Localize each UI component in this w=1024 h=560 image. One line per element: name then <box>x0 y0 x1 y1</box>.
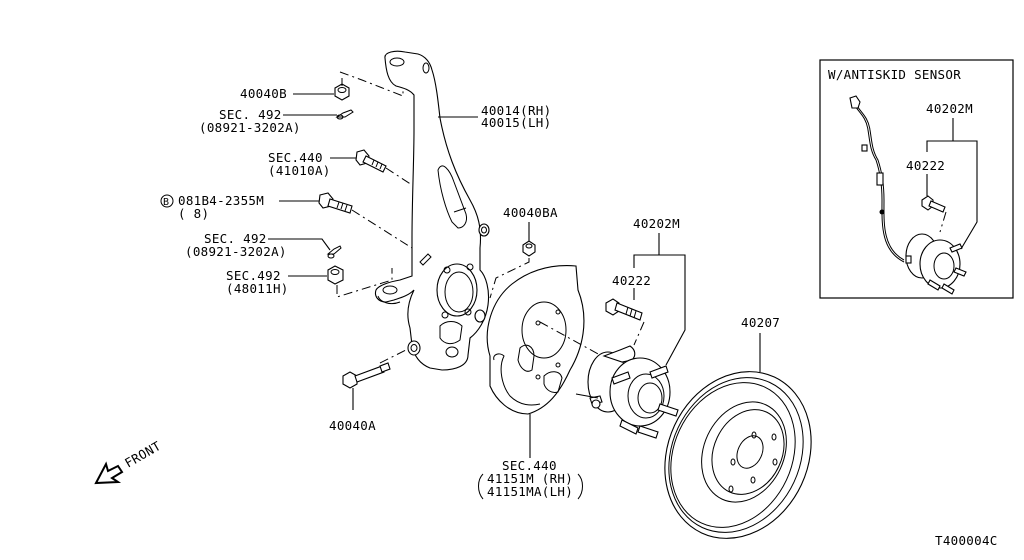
callout-sec492-nut[interactable]: SEC.492 (48011H) <box>226 265 344 296</box>
cotter-pin-icon <box>326 245 342 259</box>
paren-left <box>478 473 484 500</box>
lower-ball-joint-eye <box>382 285 398 295</box>
section-label: SEC. 492 <box>204 231 267 246</box>
inset-bolt-label: 40222 <box>906 158 945 173</box>
part-number-label: (41010A) <box>268 163 331 178</box>
part-number-label: 40040B <box>240 86 287 101</box>
assembly-line <box>336 268 393 298</box>
callout-sec440-bolt[interactable]: SEC.440 (41010A) <box>268 149 387 178</box>
shield-rh-label: 41151M (RH) <box>487 471 573 486</box>
bolt-icon <box>318 192 353 214</box>
shield-section-label: SEC.440 <box>502 458 557 473</box>
paren-right <box>577 473 583 500</box>
leader-line <box>659 254 686 366</box>
part-number-label: 081B4-2355M <box>178 193 264 208</box>
svg-text:B: B <box>163 197 169 208</box>
assembly-line <box>339 71 404 97</box>
part-number-label: (08921-3202A) <box>199 120 301 135</box>
assembly-line <box>385 167 413 186</box>
inset-hub-label: 40202M <box>926 101 973 116</box>
part-number-label: (48011H) <box>226 281 289 296</box>
section-label: SEC. 492 <box>219 107 282 122</box>
callout-sec492-cotter-pin-upper[interactable]: SEC. 492 (08921-3202A) <box>199 107 354 135</box>
front-label: FRONT <box>122 438 164 471</box>
part-number-label: 40202M <box>633 216 680 231</box>
wheel-hub-bearing-assembly[interactable] <box>575 345 679 439</box>
inset-hub-bolt-icon <box>921 195 946 213</box>
diagram-code: T400004C <box>935 533 998 548</box>
cotter-pin-icon <box>335 109 354 120</box>
assembly-line <box>633 321 645 346</box>
knuckle-lh-label: 40015(LH) <box>481 115 551 130</box>
nut-icon <box>334 83 350 101</box>
part-number-label: (08921-3202A) <box>185 244 287 259</box>
part-number-label: 40207 <box>741 315 780 330</box>
leader-line <box>926 118 954 152</box>
assembly-line <box>539 321 601 356</box>
brake-dust-shield[interactable] <box>486 265 585 458</box>
assembly-line <box>939 211 947 233</box>
callout-40207[interactable]: 40207 <box>741 315 780 372</box>
part-number-label: 40040A <box>329 418 376 433</box>
callout-40222[interactable]: 40222 <box>605 273 651 346</box>
antiskid-sensor-inset[interactable]: W/ANTISKID SENSOR 40202M 40222 <box>819 59 1014 299</box>
leader-line <box>953 140 978 250</box>
knuckle-rh-label: 40014(RH) <box>481 103 551 118</box>
quantity-label: ( 8) <box>178 206 209 221</box>
assembly-line <box>489 258 530 299</box>
callout-sec492-cotter-pin-lower[interactable]: SEC. 492 (08921-3202A) <box>185 231 342 259</box>
callout-40040BA[interactable]: 40040BA <box>489 205 558 299</box>
steering-knuckle[interactable] <box>374 50 490 371</box>
wheel-stud <box>649 365 669 379</box>
assembly-line <box>379 346 413 364</box>
nut-icon <box>522 240 536 257</box>
section-label: SEC.440 <box>268 150 323 165</box>
hub-bolt-icon <box>605 298 643 321</box>
section-label: SEC.492 <box>226 268 281 283</box>
callout-081B4-2355M-bolt[interactable]: B 081B4-2355M ( 8) <box>160 192 353 221</box>
upper-ball-joint-eye <box>389 57 405 67</box>
front-direction-arrow-icon <box>94 461 124 485</box>
caliper-mount-boss <box>474 223 490 323</box>
shield-lh-label: 41151MA(LH) <box>487 484 573 499</box>
wheel-stud <box>619 419 639 435</box>
leader-line <box>268 238 331 251</box>
brake-rotor[interactable] <box>638 347 838 560</box>
inset-hub-assembly-icon <box>905 233 967 295</box>
part-number-label: 40222 <box>612 273 651 288</box>
wheel-stud <box>611 371 631 385</box>
callout-40040A[interactable]: 40040A <box>329 362 391 433</box>
wheel-stud <box>637 425 659 439</box>
part-number-label: 40040BA <box>503 205 558 220</box>
callout-40202M[interactable]: 40202M <box>633 216 686 366</box>
bolt-icon <box>355 149 387 173</box>
callout-40040B[interactable]: 40040B <box>240 83 350 101</box>
inset-title: W/ANTISKID SENSOR <box>828 67 961 82</box>
bolt-icon <box>342 362 391 389</box>
wheel-speed-sensor-harness <box>849 95 905 263</box>
castle-nut-icon <box>327 265 344 285</box>
wheel-stud <box>657 403 679 417</box>
b-marker-icon: B <box>160 194 174 208</box>
front-direction-indicator: FRONT <box>94 438 164 485</box>
leader-line <box>633 233 660 268</box>
assembly-line <box>351 209 413 249</box>
